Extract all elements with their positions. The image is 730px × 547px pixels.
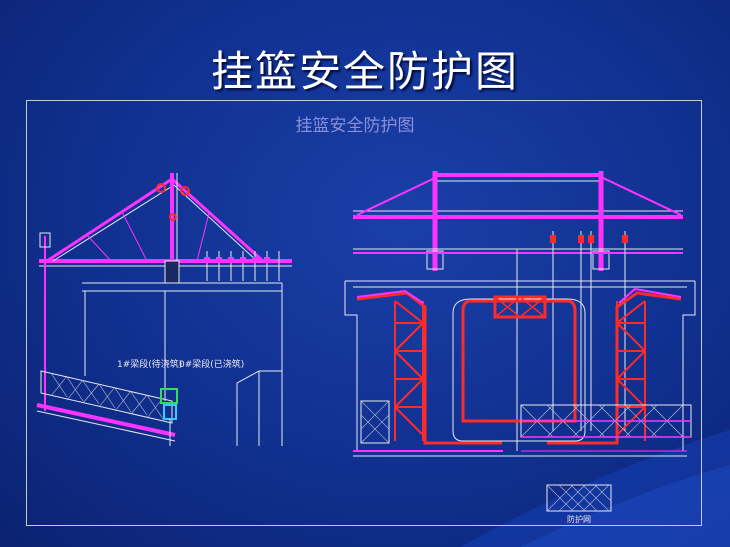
side-triangle-truss <box>46 177 265 263</box>
net-legend: 防护网 <box>546 484 612 524</box>
joint-pin-icon <box>156 183 166 193</box>
right-lattice-tower <box>616 300 646 441</box>
cross-section-view <box>344 171 696 457</box>
net-legend-swatch <box>546 484 612 512</box>
segment-0-label: 0#梁段(已浇筑) <box>179 358 244 370</box>
net-legend-label: 防护网 <box>567 514 591 524</box>
segment-1-label: 1#梁段(待浇筑) <box>117 358 182 370</box>
side-view: 1#梁段(待浇筑) 0#梁段(已浇筑) <box>36 173 292 446</box>
slide-title: 挂篮安全防护图 <box>210 47 519 96</box>
side-concrete-segments <box>82 282 283 446</box>
left-lattice-tower <box>394 300 424 441</box>
side-safety-net <box>36 370 176 442</box>
side-jack-icon <box>160 388 178 404</box>
box-girder-outline <box>344 280 696 457</box>
engineering-drawing: 挂篮安全防护图 <box>36 116 696 524</box>
bottom-safety-nets <box>360 400 692 444</box>
joint-pin-icon <box>180 186 190 196</box>
drawing-frame: 挂篮安全防护图 <box>26 100 702 526</box>
side-bottom-platform <box>36 403 176 437</box>
drawing-title: 挂篮安全防护图 <box>296 116 415 136</box>
